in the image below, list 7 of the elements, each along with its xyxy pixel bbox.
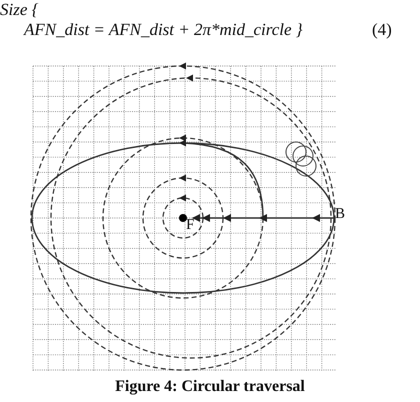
formula-text: Size { <box>0 0 38 20</box>
figure-caption: Figure 4: Circular traversal <box>114 378 306 396</box>
point-label: F <box>186 217 194 233</box>
point-label: B <box>335 206 346 222</box>
formula-text: AFN_dist = AFN_dist + 2π*mid_circle } <box>24 20 303 40</box>
arrow <box>192 214 334 222</box>
equation-number: (4) <box>372 20 392 40</box>
